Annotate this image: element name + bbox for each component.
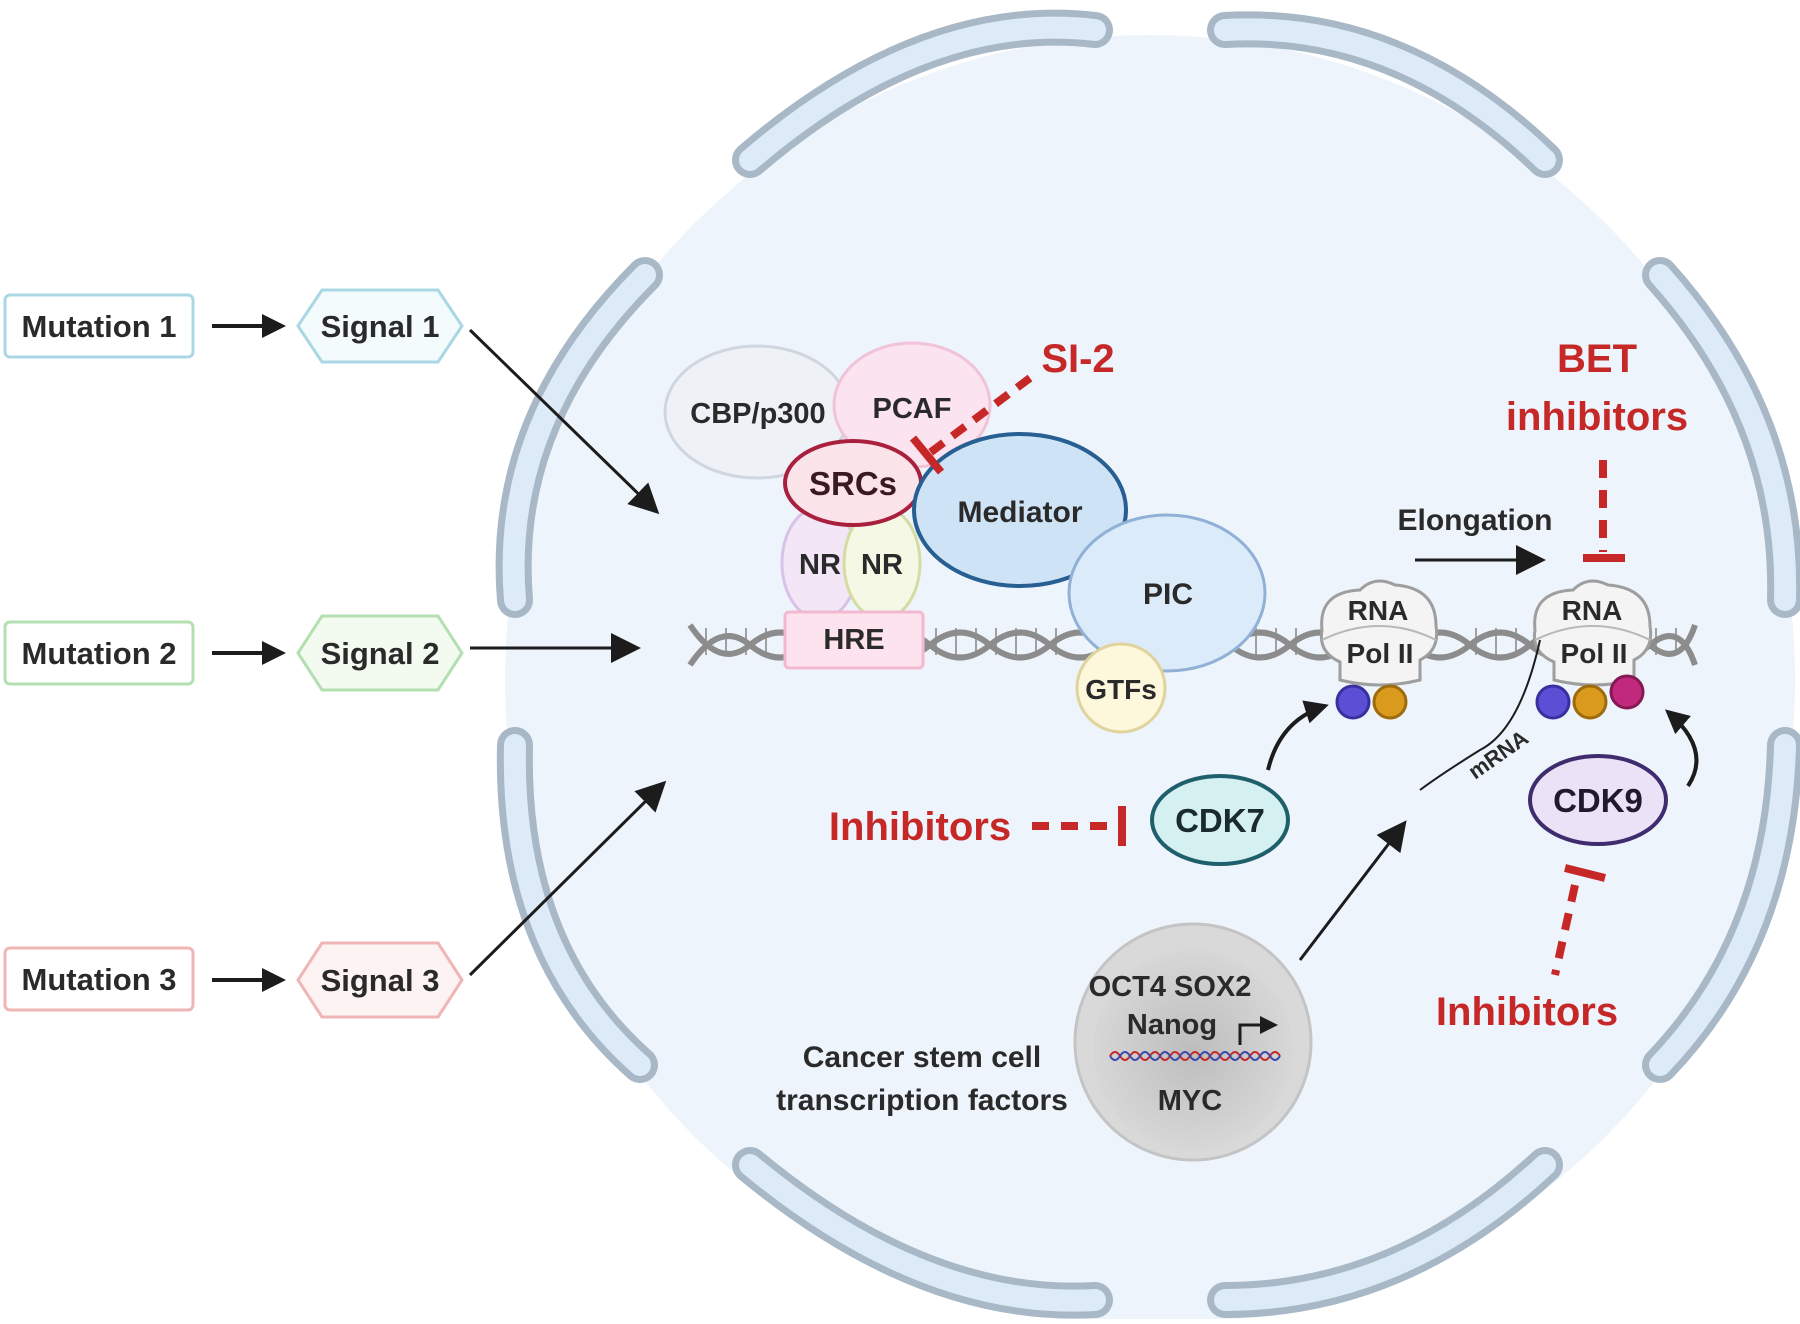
mutation-1-box <box>3 293 195 359</box>
rna-pol-2-line1: RNA <box>1562 595 1623 626</box>
cdk9-label: CDK9 <box>1553 782 1643 819</box>
stem-line1: OCT4 SOX2 <box>1089 971 1252 1003</box>
srcs: SRCs <box>783 439 923 527</box>
elongation: Elongation <box>1398 504 1553 575</box>
nr-left: NR <box>780 505 860 621</box>
cdk9-inhibition-bar <box>1564 864 1606 882</box>
stem-line2: Nanog <box>1127 1009 1217 1041</box>
stem-cell-factors: OCT4 SOX2 Nanog MYC <box>1073 922 1313 1162</box>
si2-label: SI-2 <box>1041 337 1114 381</box>
mutation-2-label: Mutation 2 <box>22 636 177 671</box>
cdk9-inhibitors-dashed-line <box>1551 884 1579 976</box>
nr-right-label: NR <box>861 549 903 581</box>
rna-pol-ii-1: RNA Pol II <box>1319 579 1439 720</box>
pol1-blue-dot <box>1335 684 1371 720</box>
pol2-magenta-dot <box>1609 674 1645 710</box>
rna-pol-1-line1: RNA <box>1348 595 1409 626</box>
nuclear-membrane <box>495 9 1800 1319</box>
signal-2: Signal 2 <box>296 614 464 692</box>
signal-1-shape <box>296 288 464 364</box>
signal-3: Signal 3 <box>296 941 464 1019</box>
promoter-arrow-icon <box>1238 1016 1278 1045</box>
mutation-2-box <box>3 620 195 686</box>
cdk7: CDK7 <box>1150 774 1290 866</box>
cdk7-inhibitors-label: Inhibitors <box>829 805 1011 849</box>
mediator: Mediator <box>912 432 1128 588</box>
mutation-3: Mutation 3 <box>3 946 195 1012</box>
pol1-orange-dot <box>1372 684 1408 720</box>
gene-strand-blue <box>1109 1051 1281 1061</box>
signal-3-arrow <box>468 780 667 977</box>
pol2-blue-dot <box>1535 684 1571 720</box>
cdk9-inhibitors-label: Inhibitors <box>1436 990 1618 1034</box>
pcaf-label: PCAF <box>873 393 952 425</box>
mutation-1-label: Mutation 1 <box>22 309 177 344</box>
hre-label: HRE <box>823 624 884 656</box>
stem-to-mrna-arrow <box>1298 820 1407 961</box>
cdk7-inhibitors: Inhibitors <box>829 805 1126 849</box>
mediator-label: Mediator <box>957 496 1082 529</box>
signal-2-label: Signal 2 <box>321 636 440 671</box>
signal-2-shape <box>296 614 464 692</box>
signal-3-label: Signal 3 <box>321 963 440 998</box>
cdk9-to-pol-arrow <box>1664 709 1699 788</box>
pcaf: PCAF <box>832 341 992 469</box>
rna-pol-1-line2: Pol II <box>1347 638 1414 669</box>
rna-pol-ii-2: RNA Pol II <box>1532 579 1653 720</box>
hre: HRE <box>783 610 925 670</box>
si2-inhibition-bar <box>909 435 945 475</box>
signal-1-label: Signal 1 <box>321 309 440 344</box>
bet-label-line2: inhibitors <box>1506 395 1688 439</box>
mutation-3-label: Mutation 3 <box>22 962 177 997</box>
mutation-3-box <box>3 946 195 1012</box>
gtfs-label: GTFs <box>1085 674 1157 705</box>
cdk9: CDK9 <box>1528 754 1668 846</box>
mutation-2: Mutation 2 <box>3 620 195 686</box>
srcs-label: SRCs <box>809 465 897 502</box>
si2-dashed-line <box>924 374 1033 459</box>
cbp-p300: CBP/p300 <box>663 344 851 480</box>
cdk7-to-pol-arrow <box>1266 700 1329 771</box>
pic-label: PIC <box>1143 578 1193 611</box>
gtfs: GTFs <box>1075 642 1167 734</box>
signal-1: Signal 1 <box>296 288 464 364</box>
rna-pol-2-line2: Pol II <box>1561 638 1628 669</box>
pol2-orange-dot <box>1572 684 1608 720</box>
mutation-1: Mutation 1 <box>3 293 195 359</box>
stem-caption-line2: transcription factors <box>776 1084 1068 1117</box>
pic: PIC <box>1067 513 1267 673</box>
cdk7-label: CDK7 <box>1175 802 1265 839</box>
nr-right: NR <box>842 505 922 621</box>
stem-line3: MYC <box>1158 1085 1223 1117</box>
signal-1-arrow <box>468 328 660 515</box>
cbp-p300-label: CBP/p300 <box>690 398 825 430</box>
stem-caption-line1: Cancer stem cell <box>803 1041 1041 1074</box>
bet-inhibitors: BET inhibitors <box>1506 337 1688 562</box>
signal-3-shape <box>296 941 464 1019</box>
elongation-label: Elongation <box>1398 504 1553 537</box>
cdk9-inhibitors: Inhibitors <box>1436 864 1618 1034</box>
gene-strand-red <box>1109 1051 1281 1061</box>
si2-inhibitor: SI-2 <box>909 337 1115 475</box>
nr-left-label: NR <box>799 549 841 581</box>
bet-label-line1: BET <box>1557 337 1637 381</box>
